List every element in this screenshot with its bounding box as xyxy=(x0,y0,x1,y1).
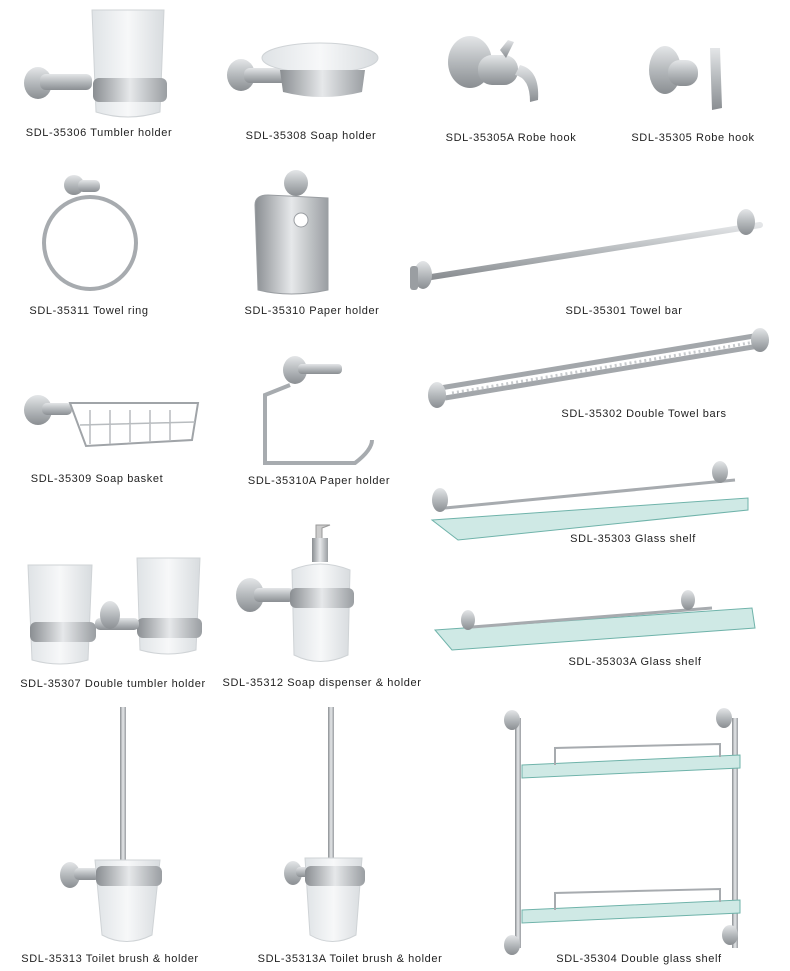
toilet-brush-holder-a-image xyxy=(284,707,365,942)
towel-bar-image xyxy=(410,209,763,290)
product-label: SDL-35304 Double glass shelf xyxy=(556,953,722,965)
paper-holder-open-image xyxy=(263,356,374,465)
soap-dispenser-image xyxy=(236,524,354,662)
product-label: SDL-35303 Glass shelf xyxy=(570,533,696,545)
product-label: SDL-35307 Double tumbler holder xyxy=(20,678,206,690)
paper-holder-covered-image xyxy=(254,170,329,295)
glass-shelf-a-image xyxy=(433,590,756,651)
double-glass-shelf-image xyxy=(504,708,741,955)
product-label: SDL-35308 Soap holder xyxy=(245,130,377,142)
product-label: SDL-35305A Robe hook xyxy=(445,132,577,144)
product-label: SDL-35305 Robe hook xyxy=(631,132,755,144)
glass-shelf-image xyxy=(430,461,749,541)
product-label: SDL-35306 Tumbler holder xyxy=(25,127,173,139)
product-label: SDL-35310 Paper holder xyxy=(244,305,380,317)
robe-hook-image xyxy=(649,46,722,110)
product-label: SDL-35302 Double Towel bars xyxy=(561,408,727,420)
product-label: SDL-35301 Towel bar xyxy=(565,305,683,317)
product-label: SDL-35310A Paper holder xyxy=(247,475,391,487)
soap-holder-image xyxy=(227,42,379,97)
product-label: SDL-35312 Soap dispenser & holder xyxy=(222,677,422,689)
double-towel-bars-image xyxy=(428,328,769,408)
toilet-brush-holder-image xyxy=(60,707,162,942)
product-label: SDL-35309 Soap basket xyxy=(30,473,164,485)
robe-hook-double-image xyxy=(448,36,539,102)
product-label: SDL-35311 Towel ring xyxy=(29,305,149,317)
towel-ring-image xyxy=(42,175,138,291)
product-label: SDL-35303A Glass shelf xyxy=(568,656,702,668)
soap-basket-image xyxy=(24,395,200,448)
tumbler-holder-image xyxy=(24,9,167,118)
double-tumbler-holder-image xyxy=(27,557,202,665)
product-label: SDL-35313A Toilet brush & holder xyxy=(257,953,443,965)
product-label: SDL-35313 Toilet brush & holder xyxy=(21,953,199,965)
